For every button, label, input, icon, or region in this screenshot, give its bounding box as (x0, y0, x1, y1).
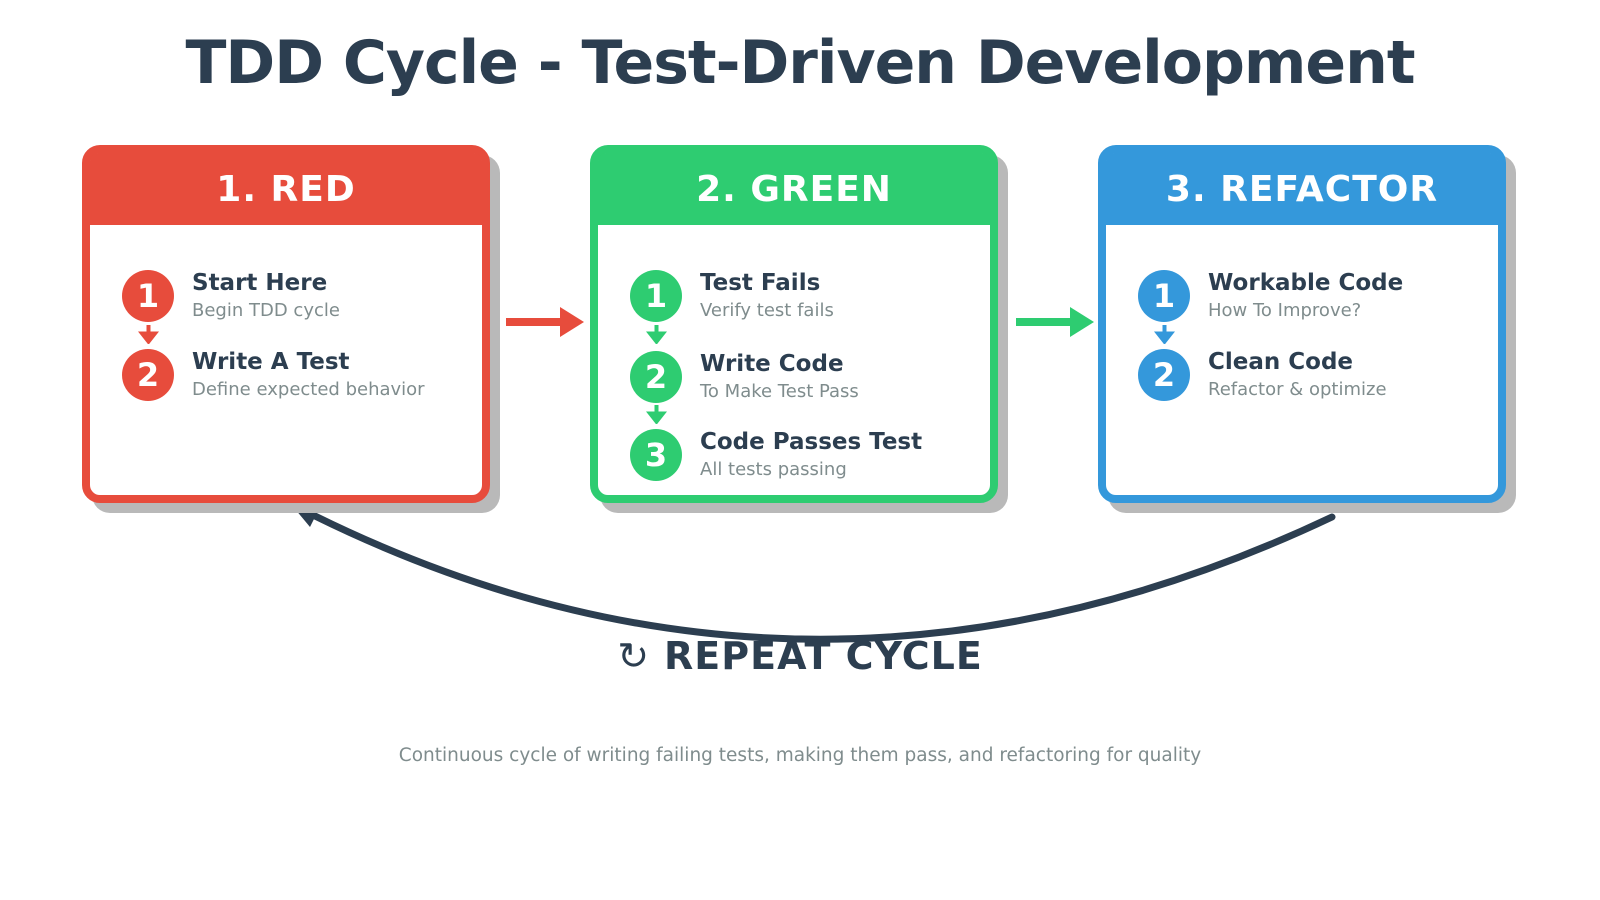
step-description: To Make Test Pass (700, 381, 859, 403)
step-row: 2 Clean Code Refactor & optimize (1138, 349, 1387, 401)
step-title: Start Here (192, 269, 328, 296)
card-red-body: 1 Start Here Begin TDD cycle 2 Write A T… (90, 225, 482, 495)
step-description: Define expected behavior (192, 379, 425, 401)
step-text: Start Here Begin TDD cycle (192, 270, 340, 323)
step-row: 1 Start Here Begin TDD cycle (122, 270, 340, 322)
repeat-cycle-label: ↻ REPEAT CYCLE (0, 634, 1600, 678)
repeat-cycle-text: REPEAT CYCLE (664, 634, 983, 678)
step-number-badge: 2 (122, 349, 174, 401)
page-title: TDD Cycle - Test-Driven Development (185, 28, 1415, 98)
step-down-arrow-icon (1154, 325, 1175, 344)
step-number-badge: 2 (1138, 349, 1190, 401)
step-number-badge: 3 (630, 429, 682, 481)
step-text: Clean Code Refactor & optimize (1208, 349, 1387, 402)
card-green: 2. GREEN 1 Test Fails Verify test fails … (590, 145, 998, 503)
step-title: Workable Code (1208, 269, 1404, 296)
step-number-badge: 1 (122, 270, 174, 322)
step-number-badge: 1 (630, 270, 682, 322)
step-description: All tests passing (700, 459, 847, 481)
card-red: 1. RED 1 Start Here Begin TDD cycle 2 Wr… (82, 145, 490, 503)
step-title: Test Fails (700, 269, 821, 296)
repeat-icon: ↻ (617, 634, 651, 678)
green-to-refactor-arrow-icon (1016, 307, 1094, 337)
step-text: Code Passes Test All tests passing (700, 429, 922, 482)
step-number-badge: 2 (630, 351, 682, 403)
card-refactor-body: 1 Workable Code How To Improve? 2 Clean … (1106, 225, 1498, 495)
step-row: 3 Code Passes Test All tests passing (630, 429, 922, 481)
step-row: 2 Write Code To Make Test Pass (630, 351, 859, 403)
step-text: Write A Test Define expected behavior (192, 349, 425, 402)
step-title: Write Code (700, 350, 844, 377)
red-to-green-arrow-icon (506, 307, 584, 337)
step-row: 2 Write A Test Define expected behavior (122, 349, 425, 401)
step-text: Test Fails Verify test fails (700, 270, 834, 323)
step-down-arrow-icon (138, 325, 159, 344)
step-description: How To Improve? (1208, 300, 1362, 322)
step-row: 1 Workable Code How To Improve? (1138, 270, 1403, 322)
footer-caption: Continuous cycle of writing failing test… (398, 745, 1202, 766)
step-title: Clean Code (1208, 348, 1354, 375)
step-down-arrow-icon (646, 325, 667, 344)
step-description: Begin TDD cycle (192, 300, 340, 322)
card-refactor-header: 3. REFACTOR (1106, 153, 1498, 225)
card-green-header: 2. GREEN (598, 153, 990, 225)
step-down-arrow-icon (646, 405, 667, 424)
card-refactor: 3. REFACTOR 1 Workable Code How To Impro… (1098, 145, 1506, 503)
card-green-body: 1 Test Fails Verify test fails 2 Write C… (598, 225, 990, 495)
step-row: 1 Test Fails Verify test fails (630, 270, 834, 322)
step-title: Write A Test (192, 348, 350, 375)
step-number-badge: 1 (1138, 270, 1190, 322)
card-red-header: 1. RED (90, 153, 482, 225)
step-description: Verify test fails (700, 300, 834, 322)
step-title: Code Passes Test (700, 428, 923, 455)
step-text: Workable Code How To Improve? (1208, 270, 1403, 323)
repeat-cycle-curve-arrow-icon (290, 503, 1336, 643)
step-description: Refactor & optimize (1208, 379, 1387, 401)
step-text: Write Code To Make Test Pass (700, 351, 859, 404)
